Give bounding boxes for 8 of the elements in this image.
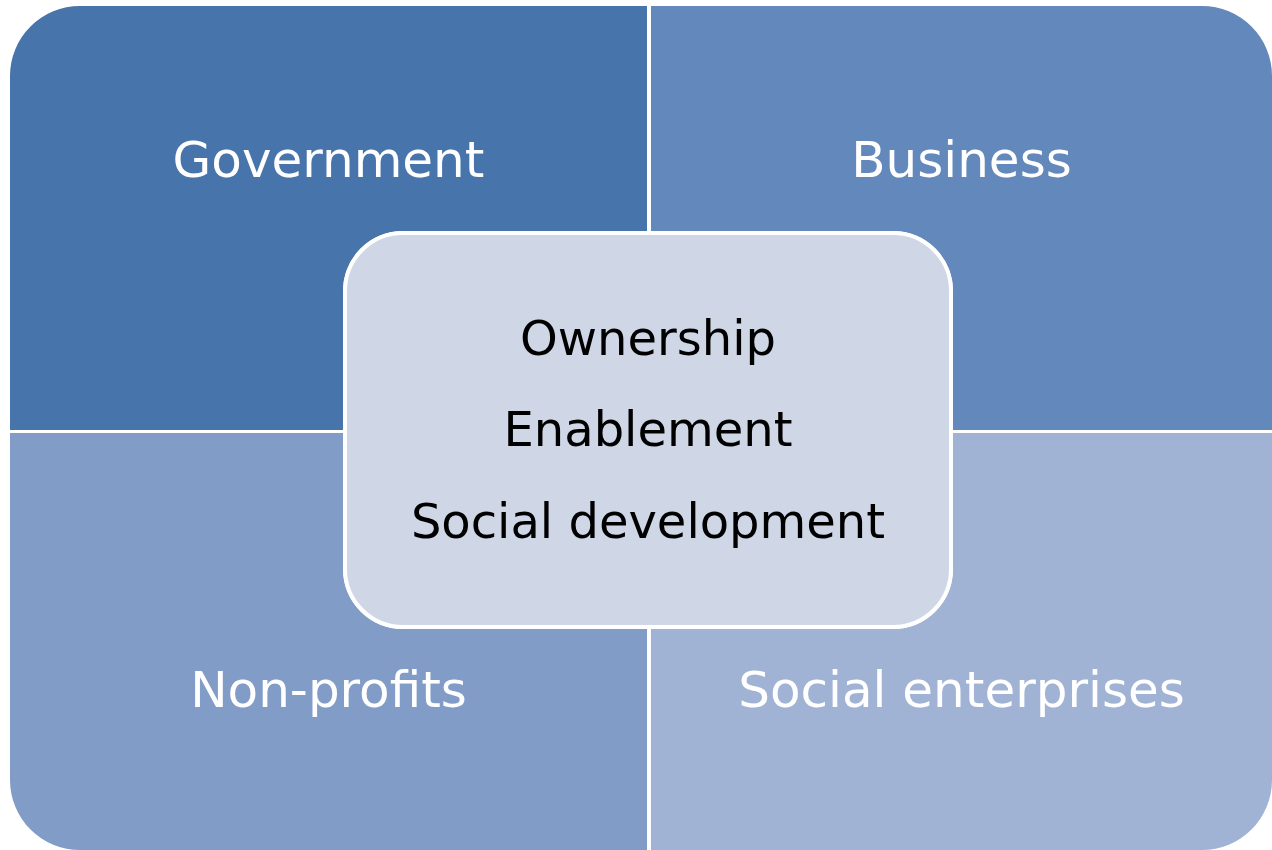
center-rounded-box xyxy=(343,231,953,629)
quadrant-label: Business xyxy=(850,131,1073,189)
center-text: Social development xyxy=(410,491,886,551)
quadrant-label: Social enterprises xyxy=(737,661,1186,719)
center-text: Enablement xyxy=(503,400,793,460)
center-text: Ownership xyxy=(520,309,776,369)
quadrant-label: Non-profits xyxy=(189,661,468,719)
quadrant-label: Government xyxy=(171,131,486,189)
